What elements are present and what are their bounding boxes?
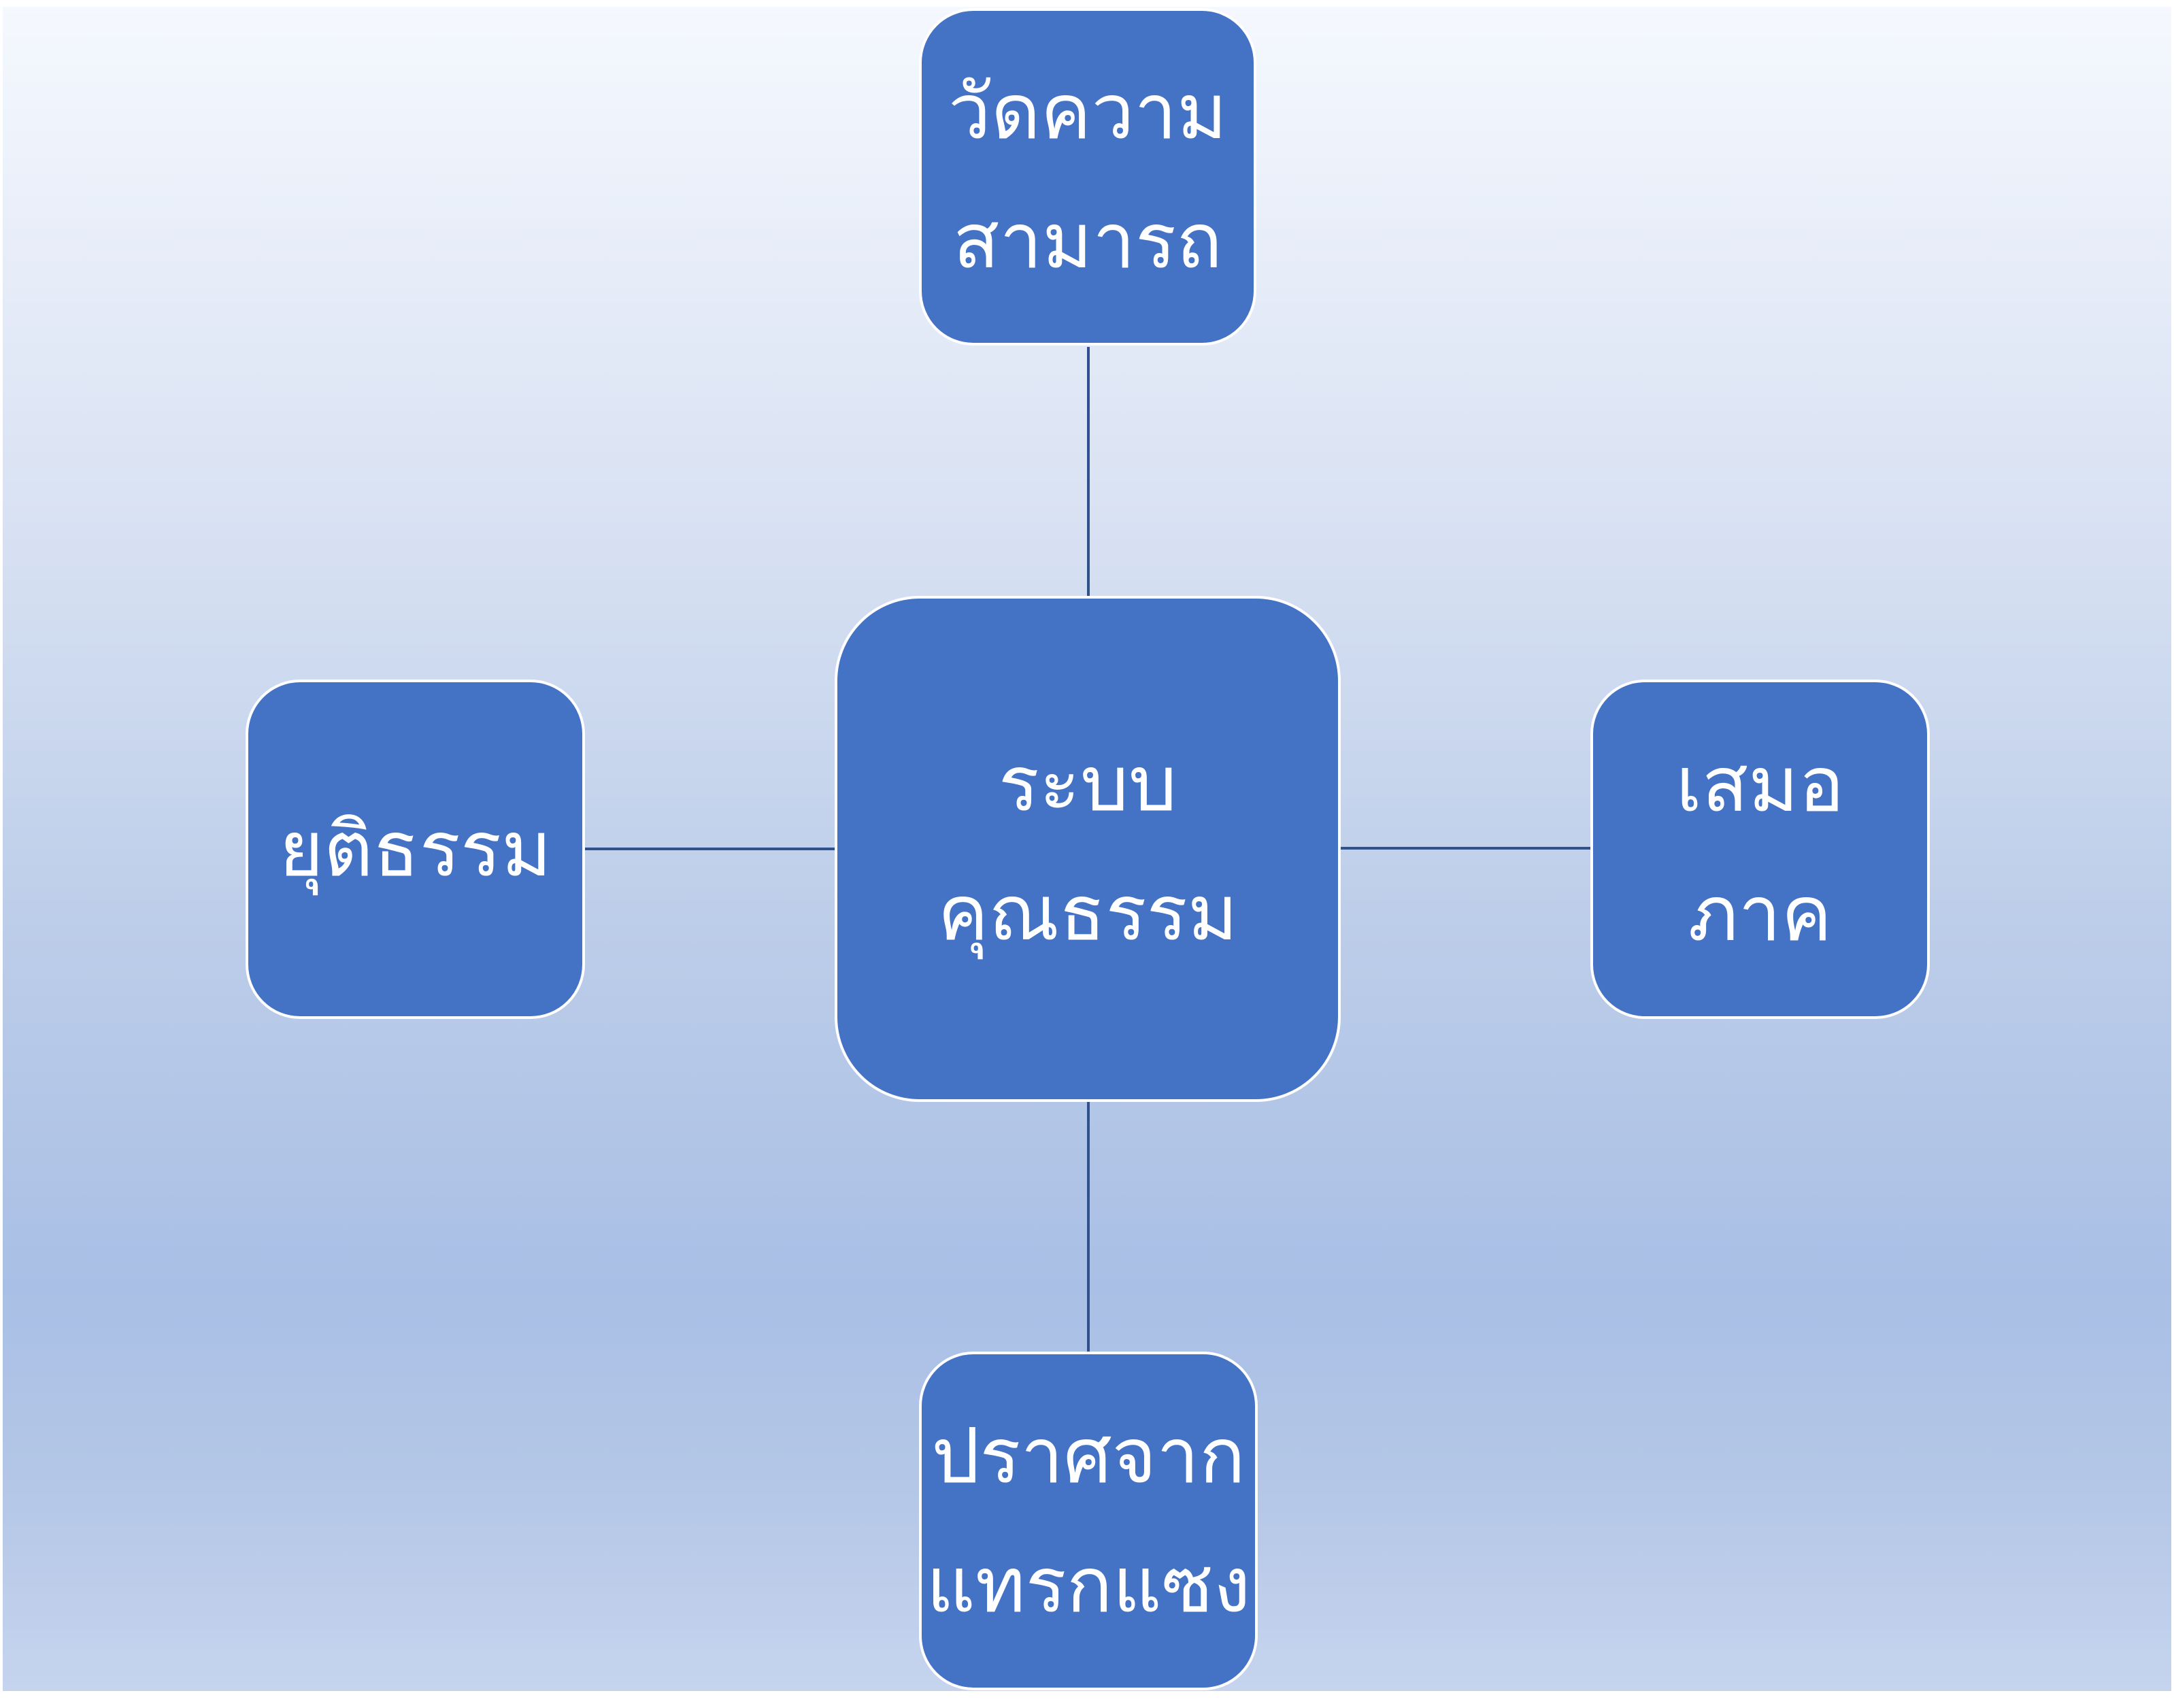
node-top-line-2: สามารถ (953, 197, 1222, 286)
diagram-canvas: ระบบ คุณธรรม วัดความ สามารถ ยุติธรรม เสม… (3, 7, 2171, 1691)
connector-left (584, 848, 837, 850)
node-left: ยุติธรรม (246, 680, 585, 1019)
node-bottom-line-1: ปราศจาก (931, 1412, 1245, 1501)
node-center: ระบบ คุณธรรม (835, 596, 1341, 1102)
node-left-line-1: ยุติธรรม (279, 805, 552, 894)
node-top: วัดความ สามารถ (919, 8, 1256, 346)
node-right-line-2: ภาค (1688, 869, 1833, 958)
connector-top (1087, 347, 1090, 597)
node-bottom: ปราศจาก แทรกแซง (919, 1352, 1258, 1690)
connector-bottom (1087, 1102, 1090, 1354)
node-center-line-2: คุณธรรม (937, 869, 1238, 958)
node-right: เสมอ ภาค (1590, 680, 1930, 1019)
node-top-line-1: วัดความ (948, 68, 1228, 156)
connector-right (1339, 847, 1591, 850)
node-center-line-1: ระบบ (998, 740, 1177, 828)
node-bottom-line-2: แทรกแซง (926, 1541, 1251, 1630)
node-right-line-1: เสมอ (1675, 740, 1845, 829)
